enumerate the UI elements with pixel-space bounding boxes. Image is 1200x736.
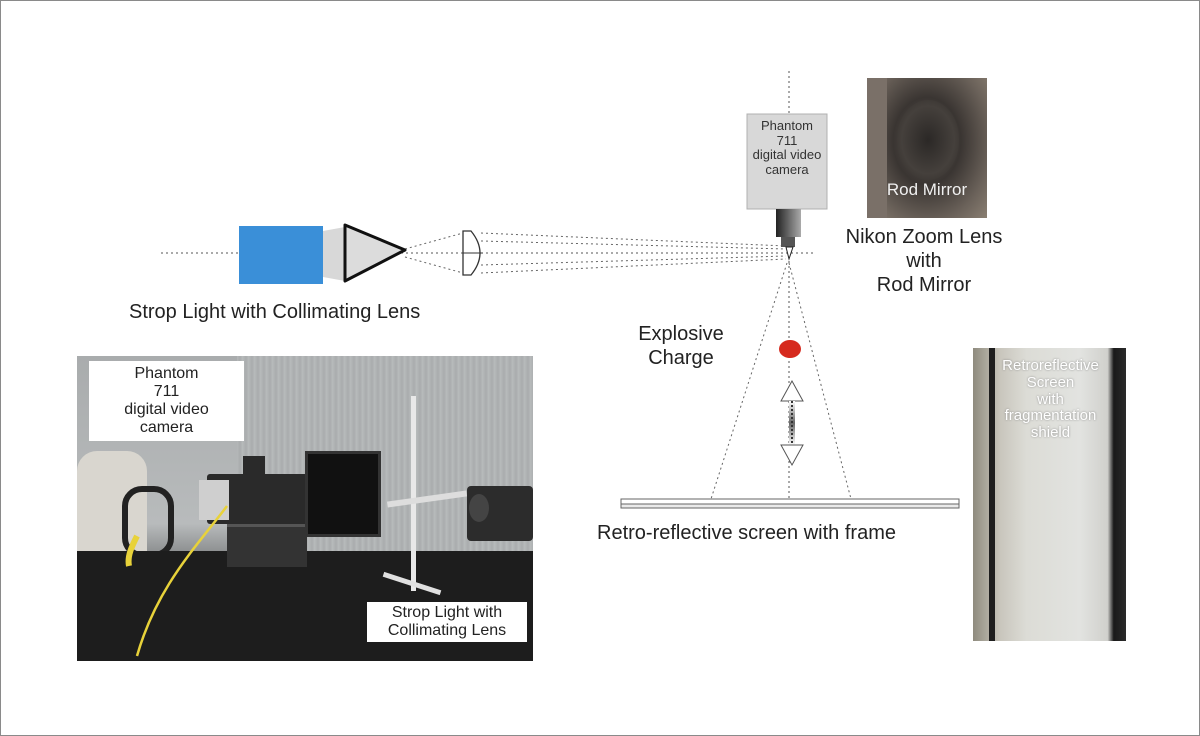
mirror-panel xyxy=(305,451,381,537)
strop-light-lens xyxy=(469,494,489,522)
nikon-label-line: with xyxy=(906,250,942,272)
explosive-charge-label: Explosive Charge xyxy=(625,322,737,370)
lab-light-caption: Strop Light with Collimating Lens xyxy=(367,602,527,642)
camera-lens-tip xyxy=(781,237,795,247)
lab-light-caption-line: Strop Light with xyxy=(391,604,503,621)
screen-frame-bottom xyxy=(620,503,960,509)
stand-rod xyxy=(411,396,416,591)
screen-caption-line: Retroreflective xyxy=(1002,357,1099,374)
rod-mirror-icon xyxy=(785,246,794,261)
screen-photo: Retroreflective Screen with fragmentatio… xyxy=(973,348,1126,641)
screen-caption-line: Screen xyxy=(1026,373,1075,391)
rod-mirror-photo: Rod Mirror xyxy=(867,78,987,218)
lab-camera-caption-line: digital video xyxy=(124,400,209,418)
nikon-label-line: Rod Mirror xyxy=(876,274,972,296)
explosive-charge xyxy=(779,340,801,358)
camera-label-line: 711 xyxy=(776,132,798,148)
lab-camera-caption-line: Phantom xyxy=(134,365,199,382)
charge-label-line: Charge xyxy=(648,347,714,369)
camera-label-line: camera xyxy=(765,161,809,177)
rod-mirror-caption: Rod Mirror xyxy=(886,180,968,199)
yellow-cable xyxy=(125,505,228,657)
screen-photo-caption: Retroreflective Screen with fragmentatio… xyxy=(983,357,1118,442)
collimating-cone xyxy=(343,223,407,283)
camera-label-line: digital video xyxy=(752,147,822,163)
strop-light-box xyxy=(239,226,323,284)
nikon-lens-label: Nikon Zoom Lens with Rod Mirror xyxy=(819,225,1029,297)
charge-label-line: Explosive xyxy=(638,323,724,345)
camera-box xyxy=(746,113,828,210)
nikon-label-line: Nikon Zoom Lens xyxy=(845,226,1003,248)
camera-handle xyxy=(243,456,265,474)
camera-lens-body xyxy=(776,209,801,237)
camera-connectors xyxy=(199,480,229,520)
cone-side xyxy=(323,227,345,281)
screen-frame-top xyxy=(620,498,960,505)
strop-light-label: Strop Light with Collimating Lens xyxy=(129,301,421,323)
lab-camera-caption-line: 711 xyxy=(153,382,180,400)
translation-stage xyxy=(227,524,307,567)
lab-light-caption-line: Collimating Lens xyxy=(387,621,507,639)
screen-label: Retro-reflective screen with frame xyxy=(597,522,896,544)
double-arrow xyxy=(780,379,804,467)
screen-caption-line: fragmentation xyxy=(1004,407,1097,425)
screen-caption-line: with xyxy=(1037,390,1064,408)
screen-frame-bar xyxy=(989,348,995,641)
camera-box-label: Phantom 711 digital video camera xyxy=(747,118,827,177)
lab-camera-caption-line: camera xyxy=(139,418,194,436)
screen-caption-line: shield xyxy=(1030,424,1071,442)
mirror-barrel xyxy=(897,100,959,180)
photo-edge xyxy=(867,78,887,218)
lab-photo: Phantom 711 digital video camera Strop L… xyxy=(77,356,533,661)
ray-lines xyxy=(404,232,852,500)
camera-label-line: Phantom xyxy=(760,118,814,133)
lab-camera-caption: Phantom 711 digital video camera xyxy=(89,361,244,441)
